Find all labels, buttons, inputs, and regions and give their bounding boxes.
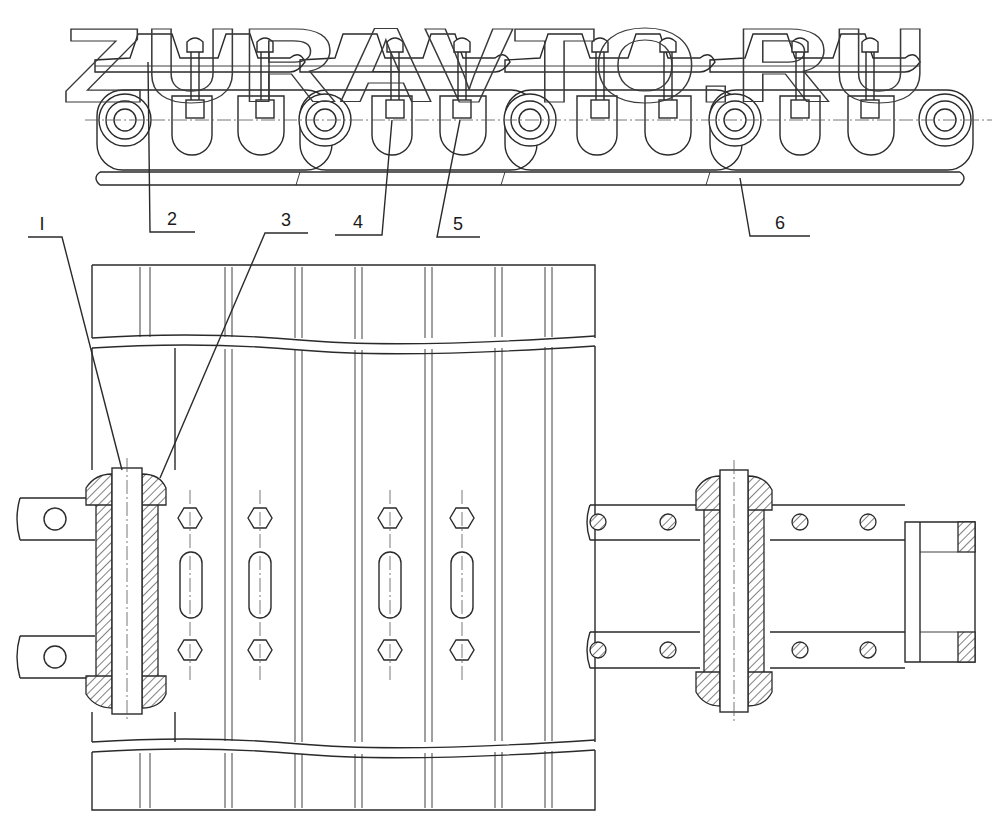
callout-number: 3 [281,211,291,229]
callout-number: 5 [453,215,463,233]
leader-lines [28,62,810,478]
callout-number: 6 [775,214,785,232]
callout-number: 2 [167,210,177,228]
left-link-section [17,458,166,722]
plan-view [17,265,975,810]
callout-number: 4 [353,213,363,231]
shoe-plate [92,265,595,810]
center-line [85,120,992,121]
watermark: ZURAVTO.RU [62,13,928,118]
callout-number: I [39,215,44,233]
right-link-section [587,460,975,722]
